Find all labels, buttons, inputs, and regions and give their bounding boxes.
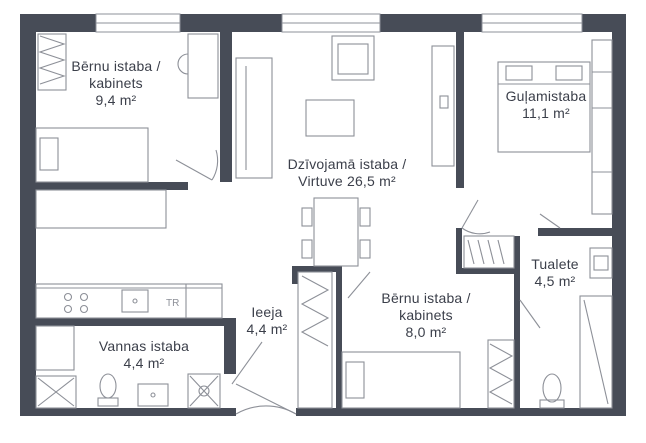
room-name-line1: Bērnu istaba / — [71, 58, 161, 74]
room-label-living-room: Dzīvojamā istaba / Virtuve 26,5 m² — [280, 156, 414, 190]
kitchen-furniture: TR — [35, 189, 223, 319]
room-name-line1: Vannas istaba — [98, 338, 190, 354]
outer-walls — [20, 14, 626, 416]
living-room-furniture — [235, 35, 491, 267]
room-area: 8,0 m² — [405, 324, 447, 340]
room-label-toilet: Tualete 4,5 m² — [522, 256, 588, 290]
room-name-line2: kabinets — [89, 75, 143, 91]
room-label-entrance: Ieeja 4,4 m² — [240, 304, 294, 338]
room-name-line1: Dzīvojamā istaba / — [287, 156, 407, 172]
interior-walls — [36, 32, 612, 408]
room-name-line1: Guļamistaba — [505, 88, 587, 104]
kids-room-1-furniture — [35, 33, 219, 183]
room-label-bathroom: Vannas istaba 4,4 m² — [86, 338, 202, 372]
dryer-label: TR — [166, 298, 179, 309]
room-name-line1: Bērnu istaba / — [381, 290, 471, 306]
room-area: 11,1 m² — [522, 105, 570, 121]
bedroom-furniture — [497, 39, 613, 229]
room-name-line1: Tualete — [531, 256, 579, 272]
kids-room-2-furniture — [297, 271, 515, 409]
room-area: 4,4 m² — [123, 355, 165, 371]
bathroom-furniture — [35, 325, 263, 409]
room-name-line2: Virtuve 26,5 m² — [298, 173, 396, 189]
closet-furniture — [463, 235, 515, 269]
room-name-line2: kabinets — [399, 307, 453, 323]
room-area: 9,4 m² — [95, 92, 137, 108]
room-label-kids-room-1: Bērnu istaba / kabinets 9,4 m² — [60, 58, 172, 109]
entrance-furniture — [235, 383, 297, 415]
toilet-furniture — [519, 247, 613, 409]
room-name-line1: Ieeja — [251, 304, 283, 320]
room-label-kids-room-2: Bērnu istaba / kabinets 8,0 m² — [366, 290, 486, 341]
room-area: 4,5 m² — [534, 273, 576, 289]
room-label-bedroom: Guļamistaba 11,1 m² — [498, 88, 594, 122]
windows — [95, 13, 583, 33]
room-area: 4,4 m² — [246, 321, 288, 337]
